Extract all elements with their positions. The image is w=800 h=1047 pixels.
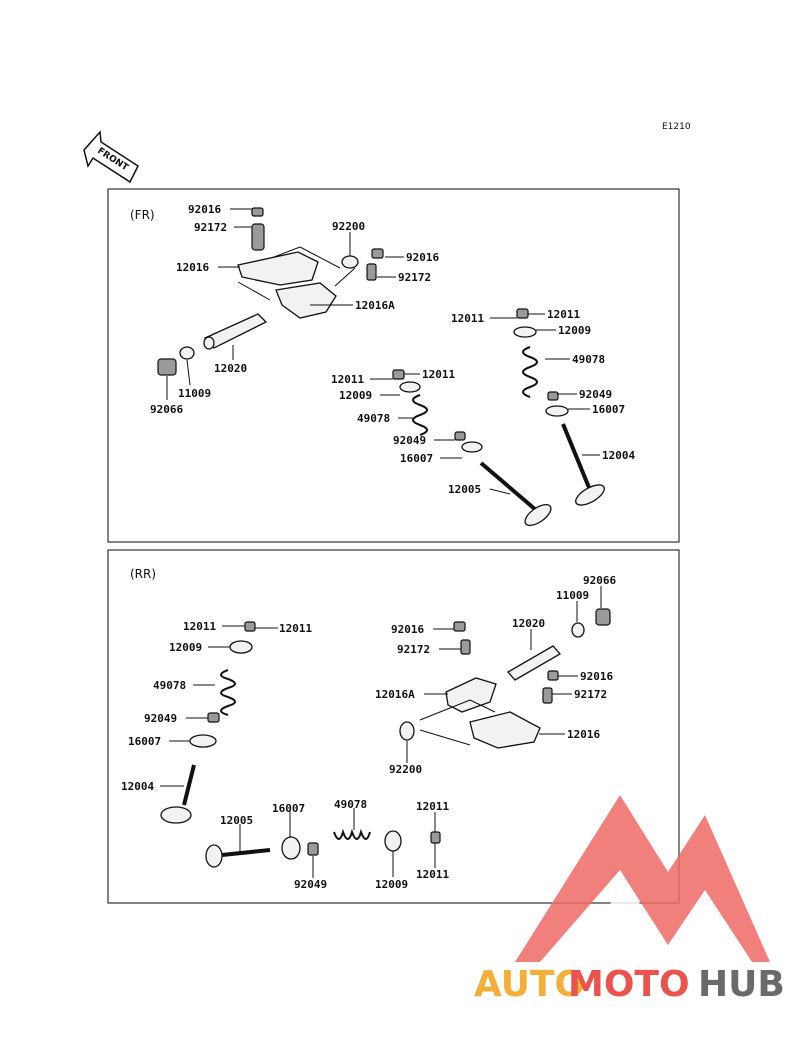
fr-label-11009: 11009 [178,387,211,400]
fr-label-92049-2: 92049 [393,434,426,447]
fr-label-12011-r2: 12011 [422,368,455,381]
fr-label-12020: 12020 [214,362,247,375]
fr-label-12005: 12005 [448,483,481,496]
fr-valve-12005 [392,369,552,526]
rr-leader-lines [160,586,602,878]
fr-label-12011-l1: 12011 [451,312,484,325]
fr-label-12011-l2: 12011 [331,373,364,386]
rr-valve-12005 [205,828,441,868]
diagram-code: E1210 [662,122,691,132]
fr-label-12009-2: 12009 [339,389,372,402]
rr-label-12004: 12004 [121,780,154,793]
fr-frame [107,188,680,543]
fr-label-92066: 92066 [150,403,183,416]
fr-leader-lines [166,208,600,495]
watermark-hub: HUB [698,964,785,1005]
rr-valve-12004 [160,621,256,824]
fr-rocker-arm-assembly [237,207,384,319]
rr-frame [107,549,680,904]
rr-label-12009-b: 12009 [375,878,408,891]
rr-part-labels: 92066 11009 12020 92016 92172 92016 9217… [121,574,616,891]
fr-label-12016: 12016 [176,261,209,274]
fr-part-labels: 92016 92172 92200 92016 12016 92172 1201… [150,203,635,496]
automotohub-watermark-logo [515,795,770,962]
rr-label-12005: 12005 [220,814,253,827]
rr-label-12009: 12009 [169,641,202,654]
rr-label-92016: 92016 [391,623,424,636]
rr-label-49078: 49078 [153,679,186,692]
fr-label-16007-2: 16007 [400,452,433,465]
rr-rocker-arm-assembly [399,608,611,749]
rr-label-11009: 11009 [556,589,589,602]
rr-label-12011-r: 12011 [279,622,312,635]
fr-label-16007-1: 16007 [592,403,625,416]
rr-label-16007: 16007 [128,735,161,748]
fr-label-92016: 92016 [188,203,221,216]
fr-label-12011-r1: 12011 [547,308,580,321]
fr-label-12016a: 12016A [355,299,395,312]
rr-label-12016: 12016 [567,728,600,741]
rr-label-92066: 92066 [583,574,616,587]
watermark-moto: MOTO [568,964,690,1005]
rr-label-16007-b: 16007 [272,802,305,815]
fr-label-92172-b: 92172 [398,271,431,284]
front-arrow-icon: FRONT [83,130,139,184]
fr-label-49078-2: 49078 [357,412,390,425]
rr-label-92049: 92049 [144,712,177,725]
rr-label-49078-b: 49078 [334,798,367,811]
rr-label-12011-b2: 12011 [416,868,449,881]
rr-label-12016a: 12016A [375,688,415,701]
fr-valve-12004 [513,308,605,506]
rr-label-12020: 12020 [512,617,545,630]
fr-title: (FR) [130,208,155,222]
rr-label-92049-b: 92049 [294,878,327,891]
automotohub-watermark-text: AUTO MOTO HUB [474,964,785,1005]
rr-title: (RR) [130,567,156,581]
rr-label-92172-b: 92172 [574,688,607,701]
fr-label-49078-1: 49078 [572,353,605,366]
fr-label-92172: 92172 [194,221,227,234]
watermark-auto: AUTO [474,964,585,1005]
fr-label-92016-b: 92016 [406,251,439,264]
fr-label-92200: 92200 [332,220,365,233]
rr-label-12011-l: 12011 [183,620,216,633]
rr-label-12011-b1: 12011 [416,800,449,813]
fr-label-92049-1: 92049 [579,388,612,401]
fr-label-12004: 12004 [602,449,635,462]
fr-rocker-shaft [157,313,268,376]
rr-label-92172: 92172 [397,643,430,656]
rr-label-92016-b: 92016 [580,670,613,683]
fr-label-12009-1: 12009 [558,324,591,337]
rr-label-92200: 92200 [389,763,422,776]
